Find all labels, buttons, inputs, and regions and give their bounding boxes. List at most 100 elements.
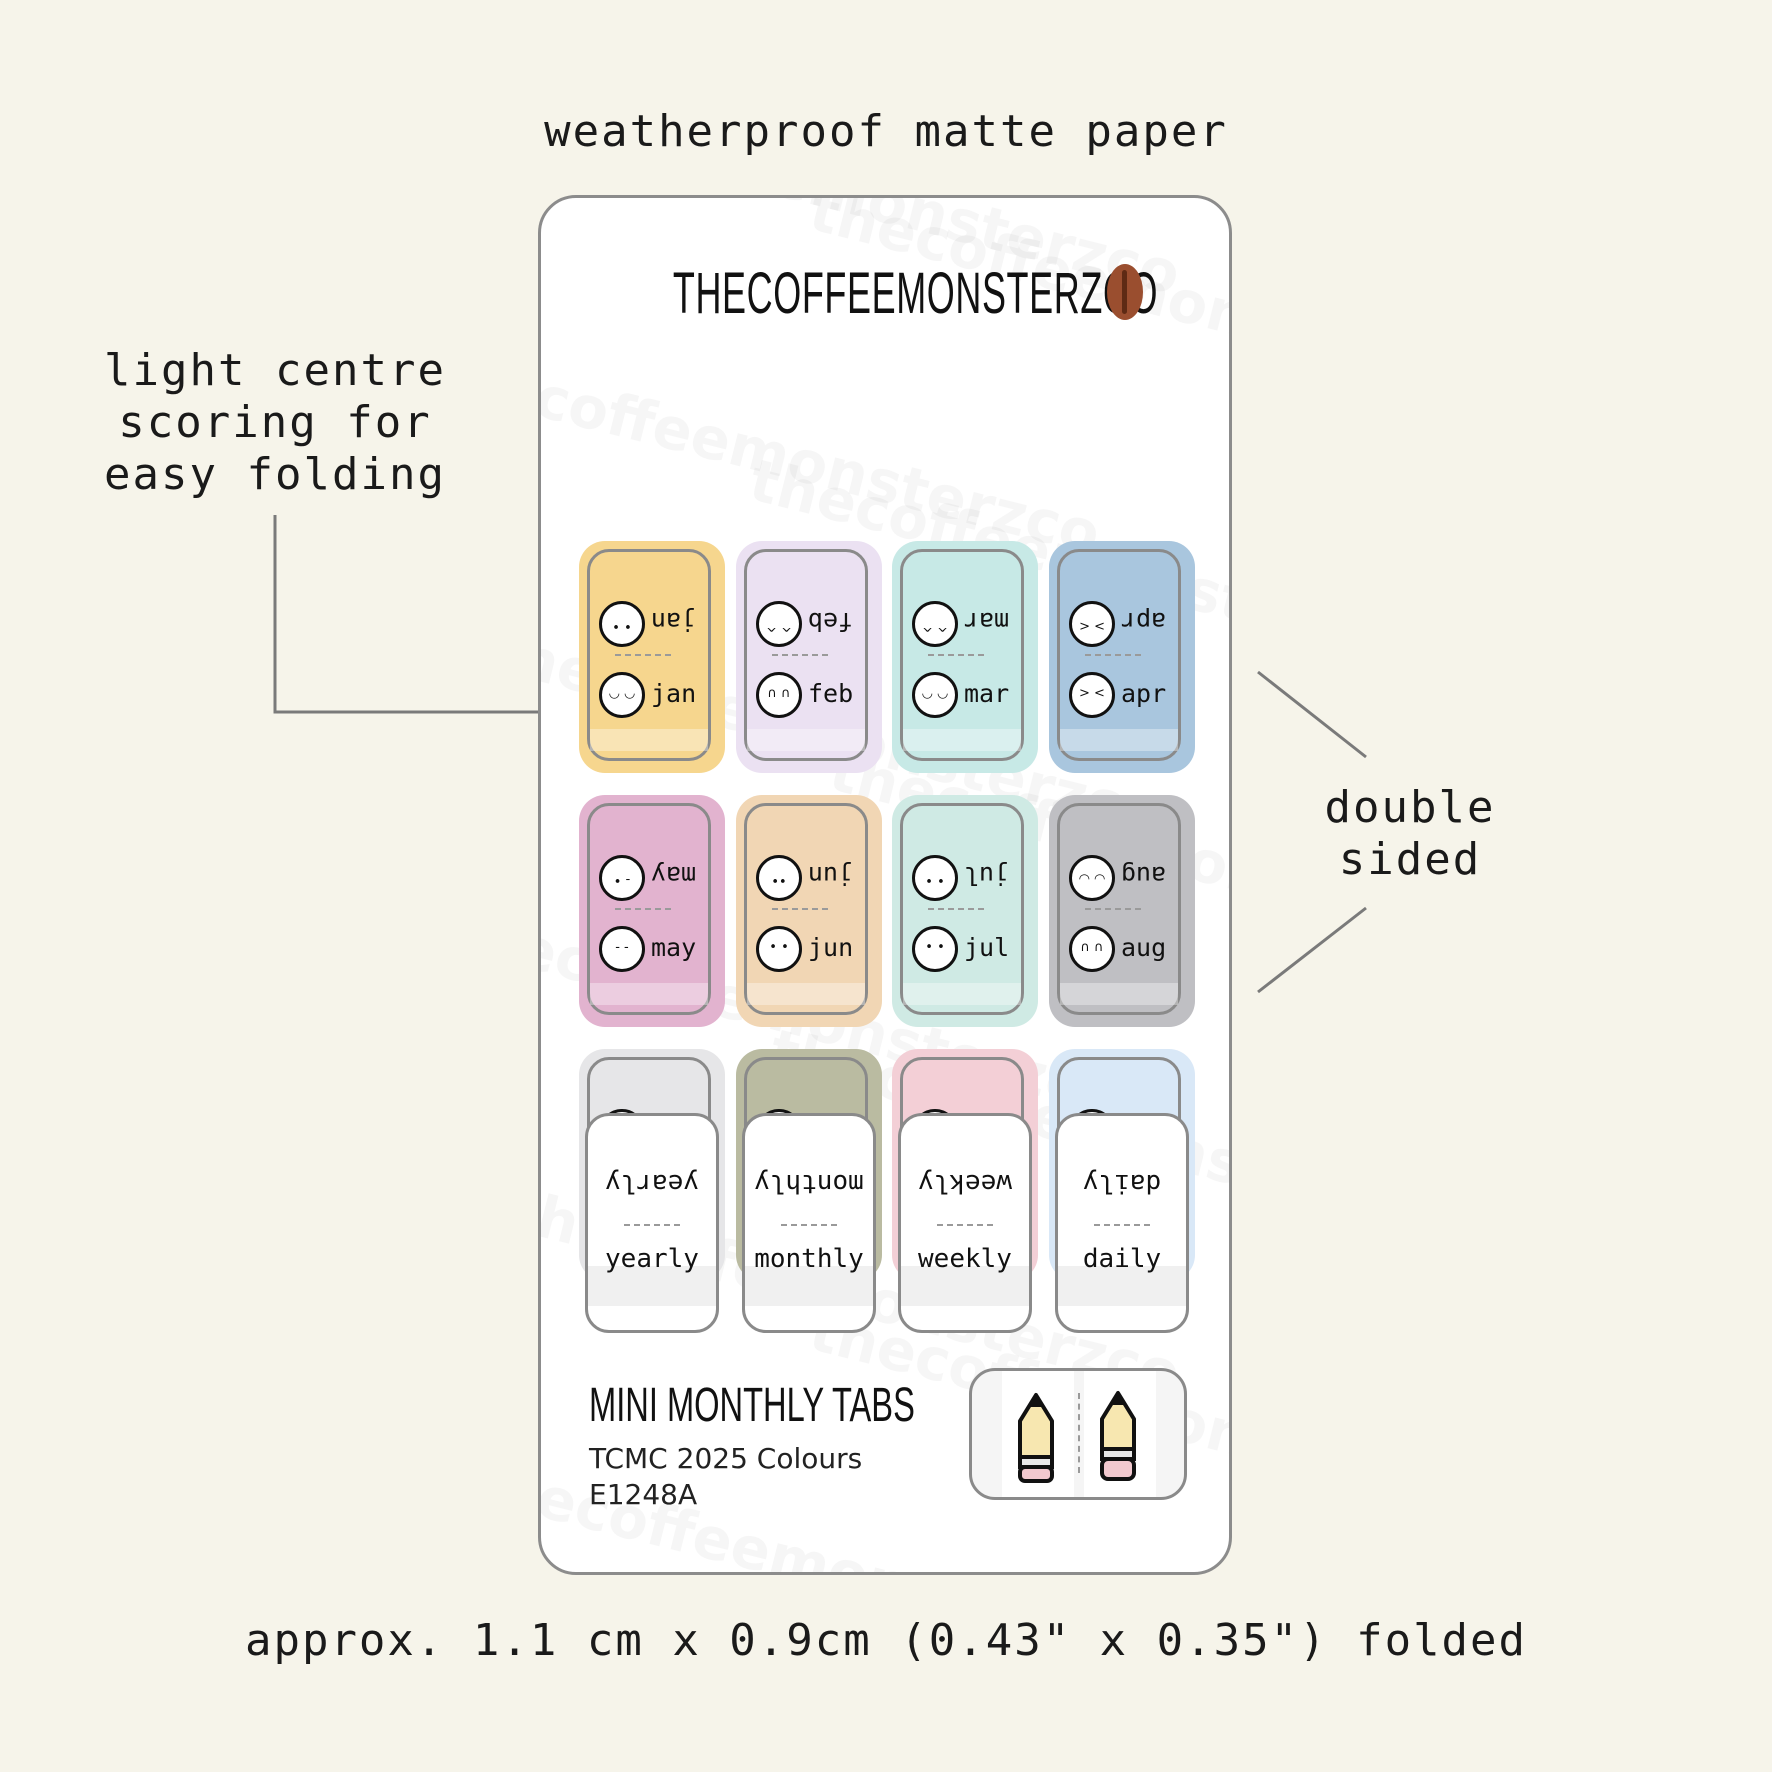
- month-label: aug: [1121, 933, 1167, 962]
- month-label-flipped: feb: [808, 607, 854, 636]
- fold-line: [781, 1224, 837, 1226]
- period-tab-weekly: weekly weekly: [898, 1113, 1032, 1333]
- month-label: jun: [808, 933, 854, 962]
- fold-line: [772, 654, 828, 656]
- month-tab-jun: ••jun• •jun: [736, 795, 882, 1027]
- month-label: feb: [808, 679, 854, 708]
- month-tab-may: - •may- -may: [579, 795, 725, 1027]
- product-code: E1248A: [589, 1478, 698, 1511]
- fold-line: [615, 654, 671, 656]
- face-icon: > <: [1069, 601, 1115, 647]
- period-label: monthly: [754, 1244, 864, 1274]
- month-label: apr: [1121, 679, 1167, 708]
- product-subtitle: TCMC 2025 Colours: [589, 1442, 863, 1475]
- month-label-flipped: may: [651, 861, 697, 890]
- period-tab-yearly: yearly yearly: [585, 1113, 719, 1333]
- tab-outline: [900, 549, 1024, 761]
- face-icon: ◡ ◡: [912, 672, 958, 718]
- pencil-icon: [1100, 1391, 1136, 1481]
- tab-outline: [1057, 803, 1181, 1015]
- month-tab-jul: • •jul• •jul: [892, 795, 1038, 1027]
- tab-outline: [744, 803, 868, 1015]
- period-label-flipped: daily: [1082, 1168, 1162, 1198]
- month-tab-feb: ^ ^feb∩ ∩feb: [736, 541, 882, 773]
- tab-outline: [1057, 549, 1181, 761]
- caption-dimensions: approx. 1.1 cm x 0.9cm (0.43" x 0.35") f…: [244, 1615, 1528, 1666]
- tab-band: [745, 1266, 873, 1306]
- month-label-flipped: jan: [651, 607, 697, 636]
- period-label: yearly: [605, 1244, 699, 1274]
- period-label-flipped: yearly: [605, 1168, 699, 1198]
- month-tab-mar: ^ ^mar◡ ◡mar: [892, 541, 1038, 773]
- caption-scoring: light centre scoring for easy folding: [104, 345, 446, 500]
- tab-stripe: [1060, 729, 1178, 751]
- month-tab-aug: ◡ ◡aug∩ ∩aug: [1049, 795, 1195, 1027]
- tab-outline: [587, 549, 711, 761]
- tab-stripe: [747, 983, 865, 1005]
- face-icon: > <: [1069, 672, 1115, 718]
- face-icon: - •: [599, 855, 645, 901]
- face-icon: • •: [599, 601, 645, 647]
- fold-line: [624, 1224, 680, 1226]
- coffee-bean-icon: [1107, 264, 1143, 320]
- fold-line: [1085, 908, 1141, 910]
- period-label-flipped: monthly: [754, 1168, 864, 1198]
- face-icon: - -: [599, 926, 645, 972]
- tab-stripe: [590, 729, 708, 751]
- tab-band: [1058, 1266, 1186, 1306]
- face-icon: ^ ^: [756, 601, 802, 647]
- fold-line: [928, 654, 984, 656]
- tab-outline: [900, 803, 1024, 1015]
- month-tab-apr: > <apr> <apr: [1049, 541, 1195, 773]
- tab-stripe: [903, 729, 1021, 751]
- tab-stripe: [1060, 983, 1178, 1005]
- face-icon: ^ ^: [912, 601, 958, 647]
- face-icon: • •: [756, 926, 802, 972]
- month-label: may: [651, 933, 697, 962]
- pencil-tab: [969, 1368, 1187, 1500]
- pencil-icon: [1018, 1393, 1054, 1483]
- tab-stripe: [903, 983, 1021, 1005]
- leader-line-scoring: [273, 515, 560, 714]
- face-icon: ◡ ◡: [599, 672, 645, 718]
- period-label: weekly: [918, 1244, 1012, 1274]
- fold-line: [1094, 1224, 1150, 1226]
- month-tab-jan: • •jan◡ ◡jan: [579, 541, 725, 773]
- tab-stripe: [747, 729, 865, 751]
- month-label-flipped: mar: [964, 607, 1010, 636]
- face-icon: ••: [756, 855, 802, 901]
- leader-line-double-top: [1257, 670, 1367, 759]
- face-icon: • •: [912, 855, 958, 901]
- watermark-text: thecoffeemonsterzco: [541, 336, 1107, 568]
- fold-line: [1078, 1393, 1080, 1473]
- month-label-flipped: apr: [1121, 607, 1167, 636]
- tab-band: [588, 1266, 716, 1306]
- caption-double-sided: double sided: [1324, 782, 1496, 885]
- period-label-flipped: weekly: [918, 1168, 1012, 1198]
- month-label-flipped: aug: [1121, 861, 1167, 890]
- month-label: mar: [964, 679, 1010, 708]
- period-tab-monthly: monthly monthly: [742, 1113, 876, 1333]
- month-label: jan: [651, 679, 697, 708]
- tab-stripe: [590, 983, 708, 1005]
- month-label-flipped: jun: [808, 861, 854, 890]
- sticker-sheet: thecoffeemonsterzcothecoffeemonsterzcoth…: [538, 195, 1232, 1575]
- fold-line: [772, 908, 828, 910]
- tab-outline: [587, 803, 711, 1015]
- month-label-flipped: jul: [964, 861, 1010, 890]
- tab-outline: [744, 549, 868, 761]
- face-icon: ∩ ∩: [1069, 926, 1115, 972]
- month-label: jul: [964, 933, 1010, 962]
- caption-paper: weatherproof matte paper: [544, 106, 1228, 157]
- leader-line-double-bottom: [1257, 906, 1367, 994]
- fold-line: [928, 908, 984, 910]
- tab-band: [901, 1266, 1029, 1306]
- period-label: daily: [1082, 1244, 1162, 1274]
- fold-line: [937, 1224, 993, 1226]
- face-icon: ∩ ∩: [756, 672, 802, 718]
- period-tab-daily: daily daily: [1055, 1113, 1189, 1333]
- fold-line: [1085, 654, 1141, 656]
- fold-line: [615, 908, 671, 910]
- face-icon: ◡ ◡: [1069, 855, 1115, 901]
- product-title: MINI MONTHLY TABS: [589, 1379, 915, 1432]
